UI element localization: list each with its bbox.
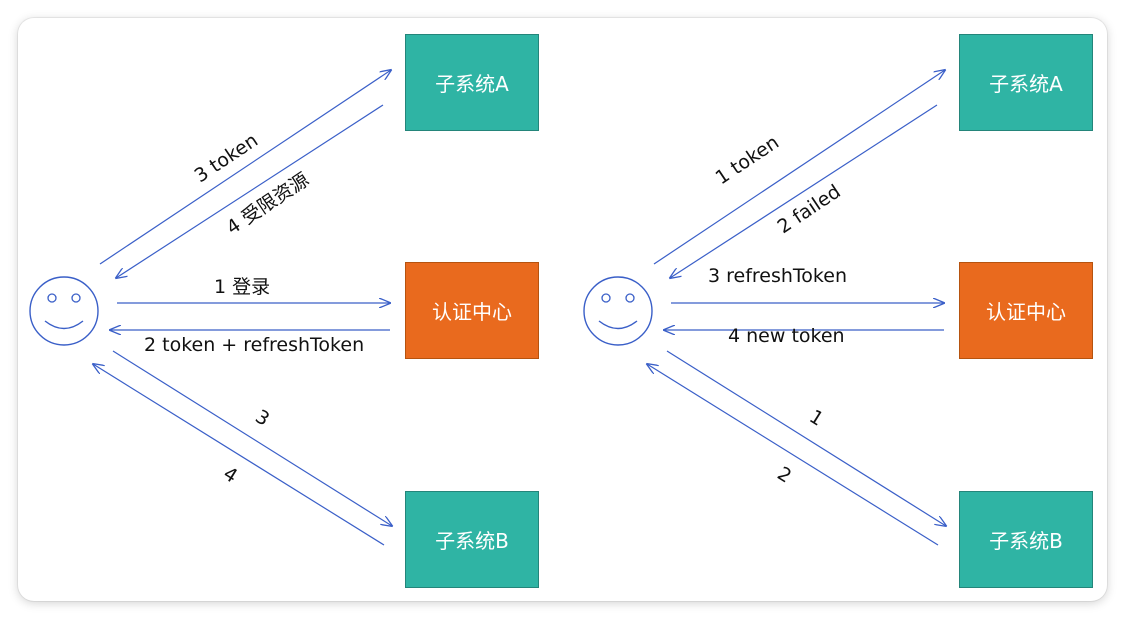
left-subsystem-a-box: 子系统A xyxy=(405,34,539,131)
right-label-to-b: 1 xyxy=(805,406,827,431)
left-label-to-a: 3 token xyxy=(191,129,262,187)
right-label-to-auth: 3 refreshToken xyxy=(708,265,847,287)
right-auth-center-box: 认证中心 xyxy=(959,262,1093,359)
diagram-card xyxy=(18,18,1107,601)
right-user-smiley-icon xyxy=(583,276,653,346)
left-label-from-auth: 2 token + refreshToken xyxy=(144,334,364,356)
right-subsystem-b-box: 子系统B xyxy=(959,491,1093,588)
left-subsystem-b-label: 子系统B xyxy=(435,529,509,553)
left-arrow-to-subsystem-a xyxy=(99,70,391,265)
left-subsystem-b-box: 子系统B xyxy=(405,491,539,588)
left-arrow-to-subsystem-b xyxy=(112,350,392,526)
right-arrow-to-subsystem-a xyxy=(653,70,945,265)
right-arrow-to-subsystem-b xyxy=(666,350,946,526)
right-label-from-auth: 4 new token xyxy=(728,325,845,347)
left-subsystem-a-label: 子系统A xyxy=(435,72,509,96)
right-auth-center-label: 认证中心 xyxy=(986,300,1066,324)
left-label-to-auth: 1 登录 xyxy=(214,276,270,298)
right-subsystem-a-box: 子系统A xyxy=(959,34,1093,131)
right-arrow-from-subsystem-b xyxy=(647,364,939,546)
left-label-to-b: 3 xyxy=(251,406,273,431)
right-subsystem-a-label: 子系统A xyxy=(989,72,1063,96)
left-auth-center-box: 认证中心 xyxy=(405,262,539,359)
left-user-smiley-icon xyxy=(29,276,99,346)
left-arrow-from-subsystem-b xyxy=(93,364,385,546)
left-auth-center-label: 认证中心 xyxy=(432,300,512,324)
right-arrow-from-subsystem-a xyxy=(670,104,938,278)
left-arrow-from-subsystem-a xyxy=(116,104,384,278)
left-label-from-b: 4 xyxy=(219,463,241,488)
right-label-from-a: 2 failed xyxy=(774,181,845,239)
right-subsystem-b-label: 子系统B xyxy=(989,529,1063,553)
right-label-to-a: 1 token xyxy=(712,131,783,189)
right-label-from-b: 2 xyxy=(773,463,795,488)
